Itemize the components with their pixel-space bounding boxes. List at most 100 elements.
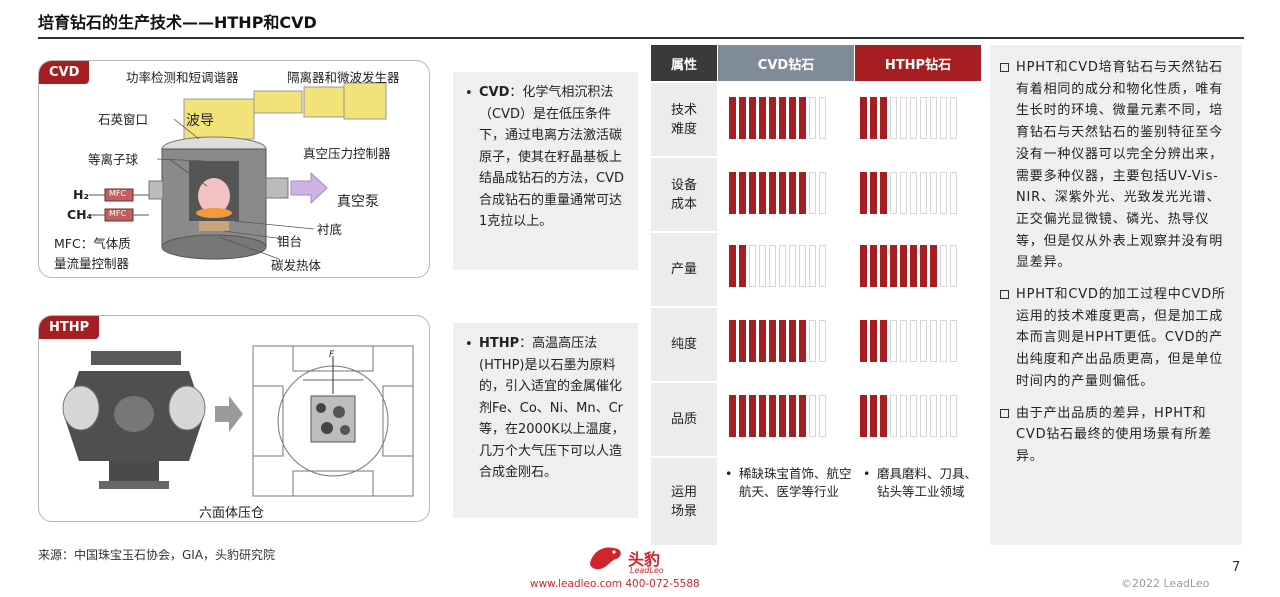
meter-segment-filled (749, 395, 756, 437)
meter-segment-filled (870, 320, 877, 362)
meter-segment-empty (900, 395, 907, 437)
meter-segment-filled (890, 245, 897, 287)
row-label-quality: 品质 (651, 383, 717, 456)
meter-segment-filled (860, 395, 867, 437)
meter-segment-empty (769, 245, 776, 287)
meter-segment-empty (950, 245, 957, 287)
meter-segment-empty (809, 172, 816, 214)
meter-segment-filled (769, 172, 776, 214)
meter-segment-filled (779, 172, 786, 214)
meter-segment-empty (809, 245, 816, 287)
meter-segment-filled (769, 320, 776, 362)
meter-segment-empty (819, 97, 826, 139)
meter-segment-filled (870, 245, 877, 287)
meter-segment-empty (809, 97, 816, 139)
meter-segment-filled (759, 172, 766, 214)
hthp-term: HTHP (479, 336, 520, 351)
meter-segment-empty (900, 320, 907, 362)
meter-segment-empty (930, 97, 937, 139)
meter-segment-empty (749, 245, 756, 287)
meter-segment-filled (920, 245, 927, 287)
meter-segment-empty (900, 97, 907, 139)
finding-item: HPHT和CVD培育钻石与天然钻石有着相同的成分和物化性质，唯有生长时的环境、微… (1000, 57, 1234, 274)
meter-segment-filled (880, 245, 887, 287)
key-findings-panel: HPHT和CVD培育钻石与天然钻石有着相同的成分和物化性质，唯有生长时的环境、微… (990, 45, 1242, 545)
cvd-bullet: • (465, 86, 473, 101)
meter-segment-filled (870, 395, 877, 437)
meter-segment-filled (729, 245, 736, 287)
use-case-hthp-text: 磨具磨料、刀具、钻头等工业领域 (877, 466, 978, 499)
label-isolator: 隔离器和微波发生器 (287, 70, 400, 85)
label-vacuum-pump: 真空泵 (337, 194, 379, 210)
meter-segment-empty (819, 320, 826, 362)
meter-segment-filled (799, 320, 806, 362)
use-case-hthp: • 磨具磨料、刀具、钻头等工业领域 (863, 465, 979, 501)
label-waveguide: 波导 (186, 113, 214, 129)
meter-segment-filled (769, 97, 776, 139)
meter-segment-empty (819, 395, 826, 437)
meter-segment-filled (759, 395, 766, 437)
meter-segment-filled (860, 245, 867, 287)
meter-segment-empty (950, 395, 957, 437)
meter-segment-filled (739, 172, 746, 214)
meter-segment-empty (809, 320, 816, 362)
meter-segment-filled (860, 172, 867, 214)
label-pressure-controller: 真空压力控制器 (303, 146, 391, 161)
meter-segment-filled (930, 245, 937, 287)
hthp-bullet: • (465, 337, 473, 352)
meter-segment-empty (809, 395, 816, 437)
cvd-description: • CVD：化学气相沉积法（CVD）是在低压条件下，通过电离方法激活碳原子，使其… (453, 72, 638, 270)
label-plasma-ball: 等离子球 (88, 152, 139, 167)
meter-segment-empty (950, 172, 957, 214)
contact-info[interactable]: www.leadleo.com 400-072-5588 (530, 578, 700, 590)
hthp-description: • HTHP：高温高压法(HTHP)是以石墨为原料的，引入适宜的金属催化剂Fe、… (453, 323, 638, 518)
finding-text-3: 由于产出品质的差异，HPHT和CVD钻石最终的使用场景有所差异。 (1016, 405, 1212, 464)
use-case-cvd-bullet: • (725, 466, 733, 481)
leopard-logo-icon (590, 547, 621, 570)
row-label-equipment-cost: 设备成本 (651, 158, 717, 231)
cvd-term: CVD (479, 85, 510, 100)
page-number: 7 (1232, 560, 1241, 575)
bars-cvd-tech-difficulty (729, 97, 826, 139)
meter-segment-empty (920, 97, 927, 139)
meter-segment-filled (789, 395, 796, 437)
meter-segment-filled (799, 172, 806, 214)
meter-segment-filled (739, 245, 746, 287)
label-carbon-heater: 碳发热体 (271, 258, 322, 273)
row-label-tech-difficulty: 技术难度 (651, 83, 717, 156)
comparison-table: 属性 CVD钻石 HTHP钻石 技术难度 设备成本 产量 纯度 品质 运用场景 … (651, 45, 981, 545)
header-attribute: 属性 (651, 45, 717, 81)
meter-segment-empty (930, 172, 937, 214)
label-quartz-window: 石英窗口 (98, 112, 149, 127)
use-case-cvd: • 稀缺珠宝首饰、航空航天、医学等行业 (725, 465, 855, 501)
label-substrate: 衬底 (317, 222, 343, 237)
label-mfc-note-1: MFC：气体质 (54, 236, 131, 251)
meter-segment-empty (940, 245, 947, 287)
meter-segment-filled (860, 97, 867, 139)
meter-segment-filled (779, 320, 786, 362)
meter-segment-filled (759, 97, 766, 139)
meter-segment-filled (739, 395, 746, 437)
use-case-cvd-text: 稀缺珠宝首饰、航空航天、医学等行业 (739, 466, 852, 499)
meter-segment-empty (789, 245, 796, 287)
bars-hthp-tech-difficulty (860, 97, 957, 139)
meter-segment-empty (910, 320, 917, 362)
hthp-press-illustration (62, 345, 414, 497)
label-force-f: F (329, 350, 335, 360)
meter-segment-filled (870, 97, 877, 139)
meter-segment-empty (759, 245, 766, 287)
page-title: 培育钻石的生产技术——HTHP和CVD (38, 13, 317, 32)
meter-segment-filled (779, 395, 786, 437)
cvd-reactor-illustration (89, 82, 387, 260)
finding-item: 由于产出品质的差异，HPHT和CVD钻石最终的使用场景有所差异。 (1000, 403, 1234, 468)
bars-cvd-equipment-cost (729, 172, 826, 214)
label-mfc-1: MFC (109, 189, 127, 198)
label-ch4: CH₄ (67, 207, 93, 222)
bars-cvd-purity (729, 320, 826, 362)
finding-item: HPHT和CVD的加工过程中CVD所运用的技术难度更高，但是加工成本而言则是HP… (1000, 284, 1234, 393)
row-label-use-case: 运用场景 (651, 458, 717, 545)
meter-segment-empty (920, 395, 927, 437)
header-cvd: CVD钻石 (718, 45, 854, 81)
meter-segment-empty (890, 97, 897, 139)
meter-segment-filled (729, 97, 736, 139)
